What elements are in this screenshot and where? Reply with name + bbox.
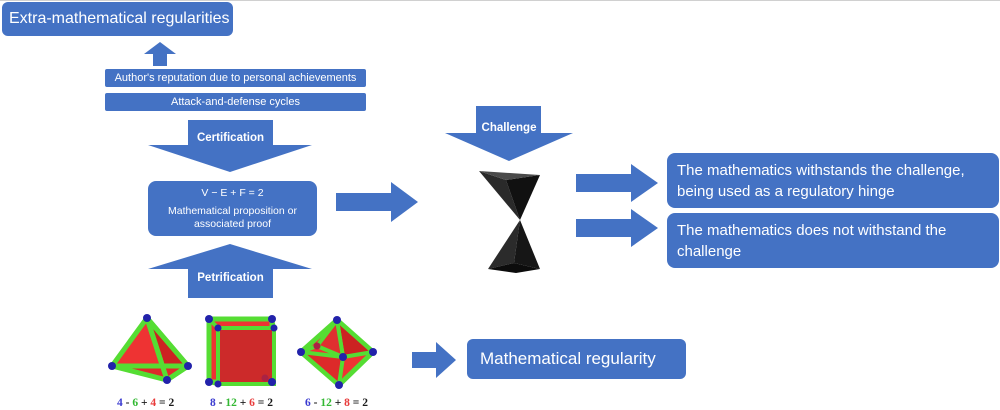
top-border	[0, 0, 1000, 1]
proposition-right-arrow	[336, 182, 418, 222]
outcome-arrow-1	[576, 164, 658, 202]
certification-label: Certification	[196, 132, 265, 144]
attack-defense-bar: Attack-and-defense cycles	[105, 93, 366, 111]
euler-formula: V − E + F = 2	[201, 186, 264, 199]
mathematical-regularity-label: Mathematical regularity	[480, 349, 656, 368]
cube-formula: 8 - 12 + 6 = 2	[210, 397, 273, 409]
extra-mathematical-box: Extra-mathematical regularities	[2, 2, 233, 36]
octahedron-v: 6	[305, 397, 311, 409]
cube-e: 12	[225, 397, 237, 409]
regularity-arrow	[412, 342, 456, 378]
tetrahedron-result: 2	[168, 397, 175, 409]
outcome-withstands-line-2: being used as a regulatory hinge	[677, 182, 895, 200]
cube-icon	[205, 315, 278, 388]
octahedron-formula: 6 - 12 + 8 = 2	[305, 397, 368, 409]
mathematical-regularity-box: Mathematical regularity	[467, 339, 686, 379]
outcome-arrow-2	[576, 209, 658, 247]
petrification-arrow	[148, 244, 312, 298]
tetrahedron-f: 4	[150, 397, 157, 409]
attack-defense-label: Attack-and-defense cycles	[170, 96, 300, 108]
tetrahedron-formula: 4 - 6 + 4 = 2	[117, 397, 175, 409]
reputation-bar: Author's reputation due to personal achi…	[105, 69, 366, 87]
extra-mathematical-label: Extra-mathematical regularities	[9, 10, 230, 27]
cube-f: 6	[249, 397, 255, 409]
proposition-box: V − E + F = 2 Mathematical proposition o…	[148, 181, 317, 236]
tetrahedron-v: 4	[117, 397, 123, 409]
challenge-label: Challenge	[481, 122, 537, 134]
octahedron-f: 8	[344, 397, 350, 409]
outcome-not-withstand-line-2: challenge	[677, 242, 742, 260]
outcome-withstands-line-1: The mathematics withstands the challenge…	[677, 161, 965, 179]
proposition-line-1: Mathematical proposition or	[168, 204, 297, 217]
outcome-withstands-box: The mathematics withstands the challenge…	[667, 153, 999, 208]
outcome-not-withstand-line-1: The mathematics does not withstand the	[677, 221, 947, 239]
hourglass-icon	[479, 171, 540, 273]
tetrahedron-e: 6	[132, 397, 139, 409]
tetrahedron-icon	[108, 314, 192, 384]
cube-v: 8	[210, 397, 216, 409]
cube-result: 2	[267, 397, 273, 409]
outcome-not-withstand-box: The mathematics does not withstand the c…	[667, 213, 999, 268]
octahedron-e: 12	[320, 397, 332, 409]
up-arrow	[144, 42, 176, 66]
octahedron-icon	[297, 316, 377, 389]
octahedron-result: 2	[362, 397, 368, 409]
petrification-label: Petrification	[197, 272, 264, 284]
proposition-line-2: associated proof	[193, 217, 272, 230]
certification-arrow	[148, 120, 312, 172]
challenge-arrow	[445, 106, 573, 161]
reputation-label: Author's reputation due to personal achi…	[114, 72, 357, 84]
